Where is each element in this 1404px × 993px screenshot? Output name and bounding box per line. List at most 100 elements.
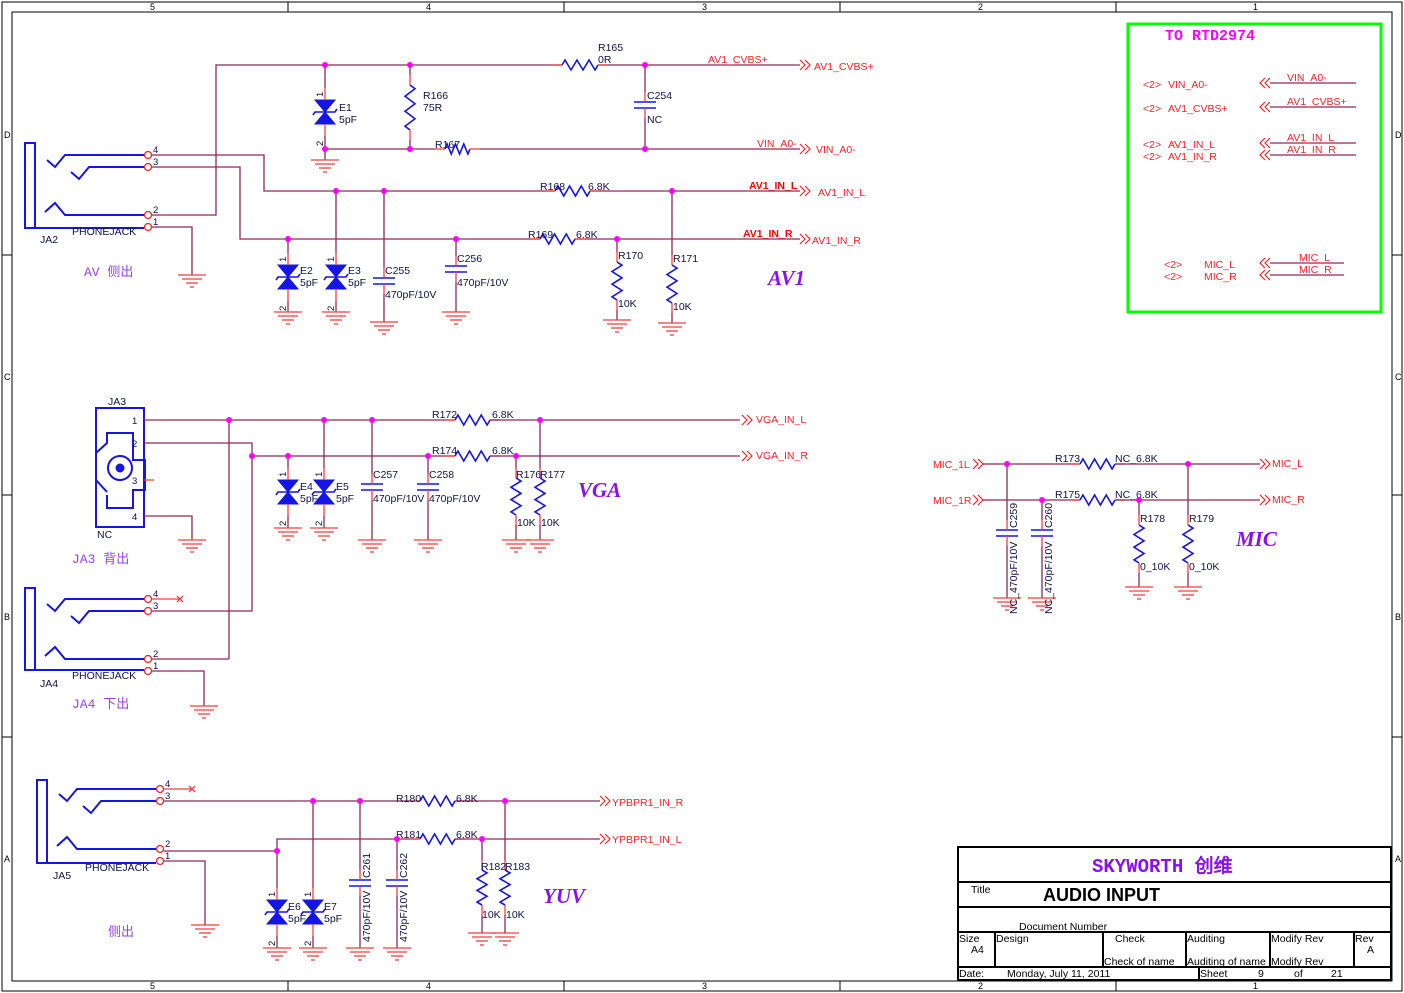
- modify-name: Modify Rev: [1271, 956, 1324, 968]
- rca-connector-shell: [95, 479, 108, 493]
- jack-pin: [143, 150, 153, 160]
- junction-dot: [479, 836, 485, 842]
- port-arrow-icon: [972, 494, 979, 506]
- tvs-diode-icon: [276, 479, 300, 493]
- resistor-ref: R172: [432, 409, 457, 421]
- port-label: VGA_IN_R: [756, 450, 808, 462]
- junction-dot: [669, 188, 675, 194]
- port-arrow-icon: [1264, 101, 1271, 113]
- resistor-ref: R165: [598, 42, 623, 54]
- jack-contact: [58, 788, 156, 803]
- tvs-diode-icon: [276, 276, 300, 290]
- diode-ref: E3: [348, 265, 361, 277]
- pin-number: 2: [278, 521, 289, 526]
- diode-ref: E7: [324, 901, 337, 913]
- capacitor-ref: C258: [429, 469, 454, 481]
- jack-contact: [46, 598, 144, 613]
- wire: [164, 860, 206, 925]
- resistor-icon: [539, 232, 576, 246]
- resistor-icon: [475, 869, 489, 906]
- tvs-diode-icon: [265, 911, 289, 925]
- diode-value: 5pF: [288, 913, 306, 925]
- port-arrow-icon: [1264, 77, 1271, 89]
- port-label: AV1_IN_L: [818, 187, 865, 199]
- tvs-diode-icon: [313, 111, 337, 125]
- sheet-ref-name: MIC_R: [1204, 271, 1237, 283]
- resistor-ref: R178: [1140, 513, 1165, 525]
- rca-center-pin: [115, 463, 125, 473]
- diode-ref: E2: [300, 265, 313, 277]
- resistor-ref: R173: [1055, 453, 1080, 465]
- pin-number: 1: [153, 661, 158, 672]
- jack-pin: [143, 162, 153, 172]
- modify-label: Modify Rev: [1271, 933, 1324, 945]
- resistor-icon: [1079, 457, 1116, 471]
- resistor-icon: [1132, 524, 1146, 564]
- resistor-value: 0_10K: [1140, 561, 1170, 573]
- resistor-ref: R174: [432, 445, 457, 457]
- resistor-ref: R182: [481, 861, 506, 873]
- section-caption: JA4 下出: [72, 697, 129, 712]
- pin-number: 1: [303, 892, 314, 897]
- connector-type: PHONEJACK: [72, 670, 136, 682]
- jack-contact: [46, 154, 144, 169]
- junction-dot: [285, 236, 291, 242]
- auditing-label: Auditing: [1187, 933, 1225, 945]
- resistor-ref: R166: [423, 90, 448, 102]
- sheet-ref: <2>: [1143, 103, 1161, 115]
- pin-number: 2: [132, 439, 137, 450]
- junction-dot: [407, 146, 413, 152]
- tvs-diode-bar: [300, 908, 326, 916]
- pin-number: 1: [267, 892, 278, 897]
- diode-value: 5pF: [339, 114, 357, 126]
- port-arrow-icon: [972, 458, 979, 470]
- pin-number: 4: [165, 779, 170, 790]
- resistor-value: 6.8K: [456, 829, 478, 841]
- junction-dot: [249, 453, 255, 459]
- rtd-net-label: VIN_A0-: [1287, 72, 1327, 84]
- section-caption: 侧出: [108, 925, 134, 940]
- port-arrow-icon: [1259, 149, 1266, 161]
- tvs-diode-bar: [275, 488, 301, 496]
- pin-number: 1: [278, 257, 289, 262]
- resistor-ref: R181: [396, 829, 421, 841]
- resistor-value: 6.8K: [456, 793, 478, 805]
- net-label: AV1_CVBS+: [708, 54, 768, 66]
- junction-dot: [226, 417, 232, 423]
- resistor-value: 0R: [598, 54, 612, 66]
- sheet-number: 9: [1258, 968, 1264, 980]
- doc-number-label: Document Number: [1019, 921, 1108, 933]
- port-arrow-icon: [746, 450, 753, 462]
- tvs-diode-icon: [265, 899, 289, 913]
- tvs-diode-bar: [323, 273, 349, 281]
- resistor-icon: [1181, 524, 1195, 564]
- rca-connector-shell: [95, 432, 146, 509]
- phonejack-body: [24, 142, 36, 229]
- port-arrow-icon: [1259, 494, 1266, 506]
- check-label: Check: [1115, 933, 1146, 945]
- tvs-diode-icon: [276, 264, 300, 278]
- jack-contact: [82, 800, 156, 815]
- port-arrow-icon: [1264, 137, 1271, 149]
- junction-dot: [274, 848, 280, 854]
- junction-dot: [1185, 461, 1191, 467]
- junction-dot: [642, 146, 648, 152]
- jack-contact: [70, 166, 144, 181]
- wire: [152, 166, 540, 240]
- jack-pin: [143, 654, 153, 664]
- row-label: B: [1395, 612, 1401, 622]
- rtd-box-title: TO RTD2974: [1165, 28, 1255, 45]
- sheet-ref-name: AV1_IN_R: [1168, 151, 1217, 163]
- junction-dot: [407, 62, 413, 68]
- port-arrow-icon: [804, 233, 811, 245]
- port-arrow-icon: [1264, 269, 1271, 281]
- jack-contact: [70, 610, 144, 625]
- tvs-diode-bar: [264, 908, 290, 916]
- diode-value: 5pF: [324, 913, 342, 925]
- diode-value: 5pF: [336, 493, 354, 505]
- column-label: 2: [978, 981, 983, 991]
- capacitor-value: 470pF/10V: [457, 277, 508, 289]
- jack-pin: [143, 666, 153, 676]
- junction-dot: [1039, 497, 1045, 503]
- diode-value: 5pF: [300, 493, 318, 505]
